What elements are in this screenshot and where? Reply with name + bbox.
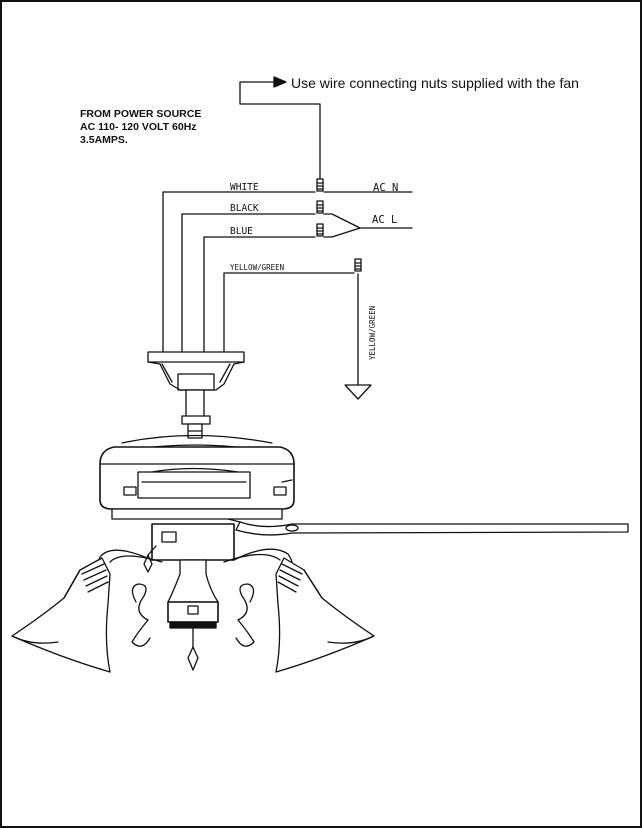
yellow-green-wire-label: YELLOW/GREEN [230, 263, 284, 272]
wire-nut-ground [354, 258, 362, 272]
motor-housing [99, 434, 295, 520]
downrod [181, 389, 211, 439]
right-light-shade [275, 557, 375, 673]
ac-neutral-label: AC N [373, 182, 398, 194]
mounting-bracket [147, 351, 245, 391]
light-kit-stem [167, 559, 219, 671]
power-source-line1: FROM POWER SOURCE [80, 108, 201, 120]
ground-wire-label: YELLOW/GREEN [368, 306, 377, 360]
fan-blade [227, 518, 629, 536]
ground-icon [344, 384, 372, 400]
house-wires [162, 191, 413, 385]
blue-wire-label: BLUE [230, 226, 253, 237]
white-wire-label: WHITE [230, 182, 259, 193]
black-wire-label: BLACK [230, 203, 259, 214]
connector-note: Use wire connecting nuts supplied with t… [291, 75, 579, 91]
power-source-line2: AC 110- 120 VOLT 60Hz [80, 121, 197, 133]
left-light-shade [11, 557, 111, 673]
wire-nut-white [316, 178, 324, 192]
wire-nut-icons [316, 178, 362, 272]
left-light-arm [97, 549, 163, 647]
wire-nut-black [316, 200, 324, 214]
power-source-line3: 3.5AMPS. [80, 134, 128, 146]
connector-callout-arrow [239, 76, 321, 179]
switch-housing [143, 523, 235, 573]
wire-nut-blue [316, 223, 324, 237]
ac-live-label: AC L [372, 214, 397, 226]
